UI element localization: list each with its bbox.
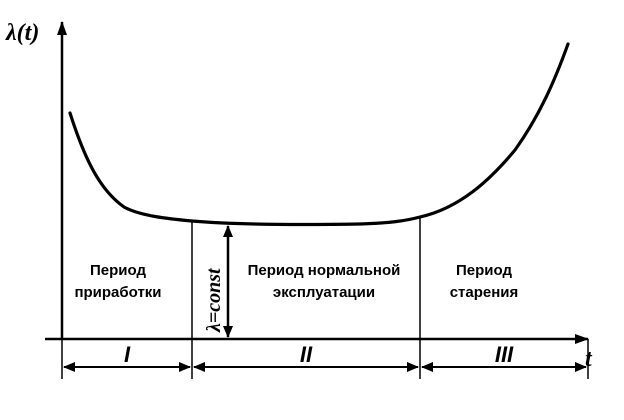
y-axis-label: λ(t) xyxy=(5,20,39,46)
period-1-numeral: I xyxy=(124,342,131,367)
x-axis-label: t xyxy=(585,346,593,372)
period-1-title-line2: приработки xyxy=(74,284,161,301)
period-2-title-line1: Период нормальной xyxy=(248,262,401,279)
constant-label: λ=const xyxy=(203,267,225,333)
period-2-title-line2: эксплуатации xyxy=(273,284,375,301)
period-3-title-line1: Период xyxy=(456,262,512,279)
period-2-numeral: II xyxy=(300,342,313,367)
period-1-title-line1: Период xyxy=(90,262,146,279)
period-3-numeral: III xyxy=(495,342,514,367)
period-3-title-line2: старения xyxy=(450,284,519,301)
failure-rate-curve xyxy=(68,42,570,227)
